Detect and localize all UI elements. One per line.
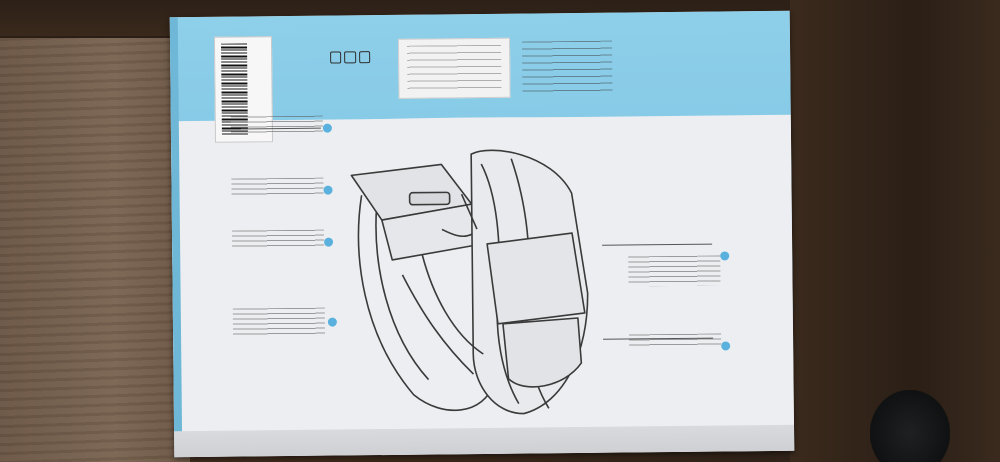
callout-text-lines <box>628 255 721 287</box>
callout-dot-icon <box>327 317 337 327</box>
product-box <box>169 10 795 458</box>
callout-dot-icon <box>323 185 333 195</box>
wave-divider <box>170 117 791 140</box>
callout-dot-icon <box>322 123 332 133</box>
recycle-icon <box>344 51 356 64</box>
callout-text-lines <box>231 177 324 197</box>
shoe <box>870 390 950 462</box>
manufacturer-text-block <box>521 40 613 94</box>
warning-icon <box>358 51 371 64</box>
callout-dot-icon <box>324 237 334 247</box>
certification-icons <box>330 51 371 64</box>
callout-text-lines <box>232 307 326 337</box>
callout-text-lines <box>629 333 722 347</box>
callout-dot-icon <box>721 341 731 351</box>
sticker-label <box>397 37 511 99</box>
callout-text-lines <box>231 229 325 249</box>
callout-text-lines <box>230 115 323 135</box>
ce-mark-icon <box>330 51 342 64</box>
wooden-floor <box>0 38 190 462</box>
baby-carrier-illustration <box>350 149 589 415</box>
sticker-text-lines <box>407 44 502 92</box>
callout-dot-icon <box>720 251 730 261</box>
floor-right <box>790 0 1000 462</box>
